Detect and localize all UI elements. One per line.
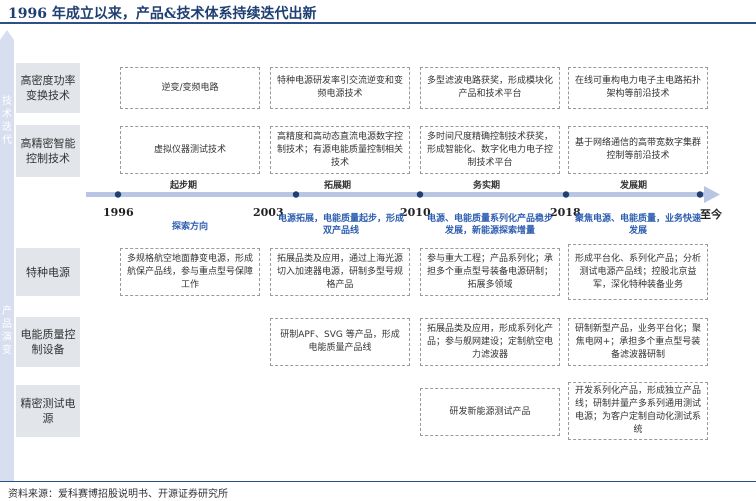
tech1-cell-4: 在线可重构电力电子主电路拓扑架构等前沿技术: [568, 67, 708, 109]
page-title: 1996 年成立以来，产品&技术体系持续迭代出新: [8, 6, 317, 22]
year-now: 至今: [700, 208, 722, 221]
direction-2003: 电源拓展，电能质量起步，形成双产品线: [277, 214, 404, 236]
phase-pragmatic: 务实期: [473, 181, 501, 191]
prod1-cell-1: 多规格航空地面静变电源，形成航保产品线，参与重点型号保障工作: [120, 248, 260, 296]
tech1-cell-3: 多型滤波电路获奖，形成模块化产品和技术平台: [420, 67, 560, 109]
timeline-dot-2010: [416, 191, 424, 198]
timeline-dot-now: [696, 191, 704, 198]
direction-label: 探索方向: [171, 222, 208, 232]
side-text-product: 产品演变: [2, 306, 12, 356]
direction-2018: 聚焦电源、电能质量，业务快速发展: [574, 214, 701, 236]
row-label-power-quality: 电能质量控制设备: [16, 317, 80, 367]
phase-start: 起步期: [170, 181, 198, 191]
tech1-cell-1: 逆变/变频电路: [120, 67, 260, 109]
year-2018: 2018: [550, 206, 581, 219]
tech1-cell-2: 特种电源研发率引交流逆变和变频电源技术: [270, 67, 410, 109]
row-label-power-conversion: 高密度功率变换技术: [16, 63, 80, 113]
tech2-cell-1: 虚拟仪器测试技术: [120, 126, 260, 174]
prod1-cell-4: 形成平台化、系列化产品；分析测试电源产品线；控股北京益军，深化特种装备业务: [568, 244, 708, 300]
prod1-cell-3: 参与重大工程；产品系列化；承担多个重点型号装备电源研制；拓展多领域: [420, 248, 560, 296]
prod3-cell-4: 开发系列化产品，形成独立产品线；研制并量产多系列通用测试电源；为客户定制自动化测…: [568, 382, 708, 440]
row-label-special-power: 特种电源: [16, 248, 80, 296]
title-rule: [0, 22, 756, 24]
left-arrow: [0, 30, 14, 482]
tech2-cell-2: 高精度和高动态直流电源数字控制技术；有源电能质量控制相关技术: [270, 126, 410, 174]
tech2-cell-3: 多时间尺度精确控制技术获奖，形成智能化、数字化电力电子控制技术平台: [420, 126, 560, 174]
timeline-arrowhead: [704, 186, 720, 203]
prod2-cell-3: 拓展品类及应用，形成系列化产品；参与舰网建设；定制航空电力滤波器: [420, 318, 560, 366]
side-text-tech: 技术迭代: [2, 96, 12, 146]
tech2-cell-4: 基于网络通信的高带宽数字集群控制等前沿技术: [568, 126, 708, 174]
prod2-cell-2: 研制APF、SVG 等产品，形成电能质量产品线: [270, 318, 410, 366]
year-2003: 2003: [253, 206, 284, 219]
timeline-dot-2003: [292, 191, 300, 198]
prod1-cell-2: 拓展品类及应用，通过上海光源切入加速器电源，研制多型号规格产品: [270, 248, 410, 296]
timeline-dot-2018: [562, 191, 570, 198]
direction-2010: 电源、电能质量系列化产品稳步发展，新能源探索增量: [426, 214, 553, 236]
timeline-bar: [86, 192, 706, 197]
row-label-test-power: 精密测试电源: [16, 385, 80, 437]
phase-development: 发展期: [620, 181, 648, 191]
prod3-cell-3: 研发新能源测试产品: [420, 388, 560, 436]
source-footer: 资料来源：爱科赛博招股说明书、开源证券研究所: [8, 489, 228, 500]
year-2010: 2010: [400, 206, 431, 219]
footer-rule: [0, 481, 756, 482]
phase-expand: 拓展期: [324, 181, 352, 191]
year-1996: 1996: [103, 206, 134, 219]
row-label-control: 高精密智能控制技术: [16, 125, 80, 177]
prod2-cell-4: 研制新型产品，业务平台化；聚焦电网+；承担多个重点型号装备滤波器研制: [568, 318, 708, 366]
timeline-dot-1996: [114, 191, 122, 198]
